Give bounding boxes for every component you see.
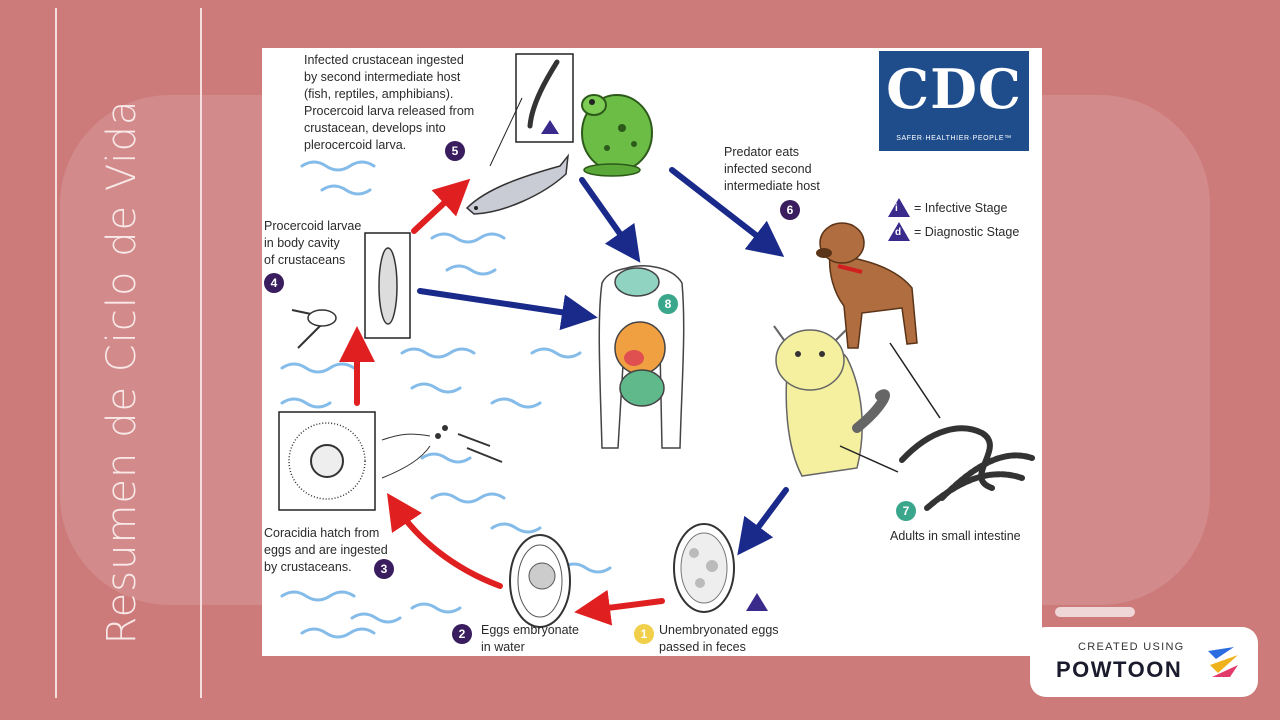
stage-8-badge: 8: [658, 294, 678, 314]
adult-worms-image: [902, 428, 1032, 508]
stage-1-badge: 1: [634, 624, 654, 644]
stage-7-label: Adults in small intestine: [890, 528, 1021, 545]
stage-4-label: Procercoid larvae in body cavity of crus…: [264, 218, 361, 269]
life-cycle-diagram: CDC SAFER·HEALTHIER·PEOPLE™ i = Infectiv…: [262, 48, 1042, 656]
stage-1-label: Unembryonated eggs passed in feces: [659, 622, 779, 656]
stage-4-badge: 4: [264, 273, 284, 293]
stage-6-label: Predator eats infected second intermedia…: [724, 144, 820, 195]
coracidium-image: [279, 412, 502, 510]
stage-5-label: Infected crustacean ingested by second i…: [304, 52, 474, 154]
left-divider-line: [55, 8, 57, 698]
created-using-text: CREATED USING: [1078, 641, 1185, 653]
stage-6-badge: 6: [780, 200, 800, 220]
stage-3-label: Coracidia hatch from eggs and are ingest…: [264, 525, 388, 576]
diagnostic-stage-icon: d: [888, 222, 910, 241]
plerocercoid-larva-image: [490, 54, 573, 166]
powtoon-logo-icon: [1204, 643, 1242, 681]
legend-infective: i = Infective Stage: [888, 198, 1007, 217]
legend-diagnostic: d = Diagnostic Stage: [888, 222, 1019, 241]
stage-3-badge: 3: [374, 559, 394, 579]
stage-5-badge: 5: [445, 141, 465, 161]
frog-image: [582, 95, 652, 176]
fish-image: [467, 156, 568, 214]
stage-2-label: Eggs embryonate in water: [481, 622, 579, 656]
human-host-image: [599, 266, 683, 448]
powtoon-watermark[interactable]: CREATED USING POWTOON: [1030, 627, 1258, 697]
right-divider-line: [200, 8, 202, 698]
slide-title: Resumen de Ciclo de Vida: [99, 100, 145, 645]
powtoon-brand-text: POWTOON: [1056, 657, 1182, 683]
progress-indicator: [1055, 607, 1135, 617]
cat-image: [774, 326, 885, 476]
embryonated-egg-image: [510, 535, 570, 627]
stage-7-badge: 7: [896, 501, 916, 521]
dog-image: [816, 223, 917, 348]
stage-2-badge: 2: [452, 624, 472, 644]
infective-stage-icon: i: [888, 198, 910, 217]
cdc-logo: CDC SAFER·HEALTHIER·PEOPLE™: [879, 51, 1029, 151]
